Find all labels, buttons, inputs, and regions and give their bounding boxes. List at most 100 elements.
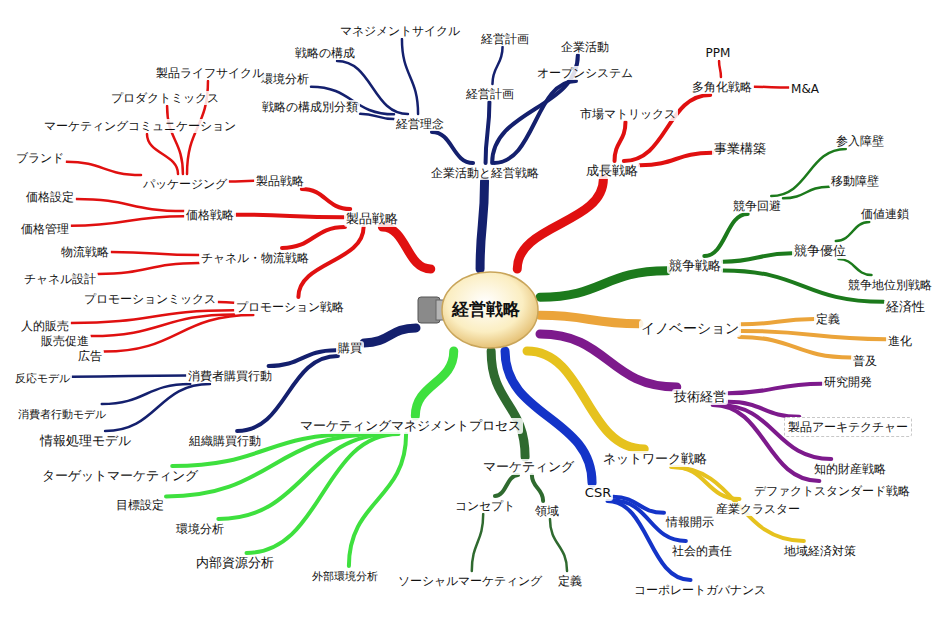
topic-text: イノベーション xyxy=(639,320,741,337)
branch-line xyxy=(364,328,416,343)
branch-line xyxy=(671,467,804,541)
topic-text: 競争戦略 xyxy=(667,258,723,274)
topic-text: 企業活動と経営戦略 xyxy=(429,166,541,180)
topic-text: コーポレートガバナンス xyxy=(632,583,768,597)
branch-topic: 経営計画 xyxy=(479,29,531,47)
topic-text: 競争地位別戦略 xyxy=(846,278,934,292)
branch-line xyxy=(76,199,184,211)
topic-text: 経済性 xyxy=(884,299,927,315)
branch-line xyxy=(491,351,525,457)
topic-text: 購買 xyxy=(336,341,364,355)
branch-topic: 移動障壁 xyxy=(829,171,881,189)
branch-topic: 価格戦略 xyxy=(184,205,236,223)
branch-topic: 社会的責任 xyxy=(670,541,734,559)
topic-text: 製品アーキテクチャー xyxy=(784,417,912,437)
topic-text: 経営計画 xyxy=(464,87,516,101)
topic-text: 販売促進 xyxy=(39,334,91,348)
branch-line xyxy=(615,122,626,161)
branch-line xyxy=(783,187,829,199)
branch-topic: マーケティング xyxy=(481,457,576,475)
topic-text: ソーシャルマーケティング xyxy=(396,574,544,588)
branch-topic: PPM xyxy=(704,43,733,61)
branch-line xyxy=(540,271,667,297)
branch-topic: 製品アーキテクチャー xyxy=(784,417,912,437)
branch-line xyxy=(147,134,178,174)
branch-line xyxy=(98,263,199,274)
branch-topic: 多角化戦略 xyxy=(690,77,754,95)
topic-text: 価値連鎖 xyxy=(859,207,911,221)
branch-topic: 価値連鎖 xyxy=(859,204,911,222)
branch-topic: 組織購買行動 xyxy=(187,431,263,449)
topic-text: 消費者行動モデル xyxy=(16,408,108,421)
topic-text: 競争回避 xyxy=(731,199,783,213)
branch-line xyxy=(111,252,199,255)
branch-topic: 定義 xyxy=(556,571,584,589)
branch-line xyxy=(349,434,406,566)
branch-line xyxy=(607,501,690,580)
branch-line xyxy=(302,189,350,209)
topic-text: ネットワーク戦略 xyxy=(601,451,709,467)
branch-topic: 競争回避 xyxy=(731,196,783,214)
topic-text: 価格管理 xyxy=(19,222,71,236)
branch-topic: 広告 xyxy=(76,346,104,364)
topic-text: 情報処理モデル xyxy=(38,433,133,449)
branch-topic: マーケティングコミュニケーション xyxy=(42,116,238,134)
branch-line xyxy=(282,227,345,248)
branch-topic: 普及 xyxy=(851,351,879,369)
branch-line xyxy=(839,259,872,275)
branch-topic: 目標設定 xyxy=(114,495,166,513)
branch-line xyxy=(360,114,394,119)
topic-text: 成長戦略 xyxy=(584,163,640,179)
branch-line xyxy=(771,149,845,196)
topic-text: ターゲットマーケティング xyxy=(40,468,200,484)
topic-text: 研究開発 xyxy=(822,375,874,389)
branch-line xyxy=(723,253,792,261)
branch-topic: 進化 xyxy=(886,331,914,349)
topic-text: 製品戦略 xyxy=(344,211,400,227)
topic-text: 物流戦略 xyxy=(59,245,111,259)
topic-text: 人的販売 xyxy=(19,319,71,333)
topic-text: 市場マトリックス xyxy=(578,107,678,121)
branch-line xyxy=(72,375,187,376)
branch-line xyxy=(486,102,490,163)
branch-topic: ブランド xyxy=(14,148,66,166)
branch-topic: デファクトスタンダード戦略 xyxy=(752,481,912,499)
branch-topic: 消費者購買行動 xyxy=(186,366,274,384)
branch-topic: チャネル設計 xyxy=(22,269,98,287)
branch-line xyxy=(492,47,502,84)
branch-line xyxy=(480,181,484,269)
topic-text: 価格戦略 xyxy=(184,208,236,222)
topic-text: 戦略の構成別分類 xyxy=(260,100,360,114)
topic-text: CSR xyxy=(583,485,613,501)
branch-topic: 反応モデル xyxy=(13,368,72,386)
branch-topic: 経済性 xyxy=(884,297,927,315)
branch-line xyxy=(415,351,453,416)
branch-topic: 競争優位 xyxy=(792,241,848,259)
branch-line xyxy=(640,153,712,165)
branch-line xyxy=(229,180,254,183)
branch-line xyxy=(704,214,747,256)
topic-text: 経営計画 xyxy=(479,32,531,46)
branch-topic: 販売促進 xyxy=(39,331,91,349)
topic-text: オープンシステム xyxy=(535,66,635,80)
topic-text: 定義 xyxy=(814,312,842,326)
branch-topic: 環境分析 xyxy=(259,69,311,87)
topic-text: 目標設定 xyxy=(114,498,166,512)
topic-text: 領域 xyxy=(533,504,561,518)
branch-line xyxy=(540,315,639,323)
branch-topic: 戦略の構成 xyxy=(293,43,357,61)
branch-line xyxy=(754,86,789,89)
topic-text: 反応モデル xyxy=(13,372,72,385)
branch-topic: イノベーション xyxy=(639,319,741,337)
branch-topic: プロモーションミックス xyxy=(82,289,218,307)
branch-topic: ソーシャルマーケティング xyxy=(396,571,544,589)
topic-text: 参入障壁 xyxy=(834,134,886,148)
branch-topic: 知的財産戦略 xyxy=(812,459,888,477)
branch-topic: コーポレートガバナンス xyxy=(632,580,768,598)
branch-line xyxy=(624,95,710,161)
topic-text: プロモーションミックス xyxy=(82,292,218,306)
topic-text: 経営理念 xyxy=(394,117,446,131)
branch-line xyxy=(495,475,518,496)
branch-line xyxy=(246,434,398,553)
topic-text: 環境分析 xyxy=(259,72,311,86)
